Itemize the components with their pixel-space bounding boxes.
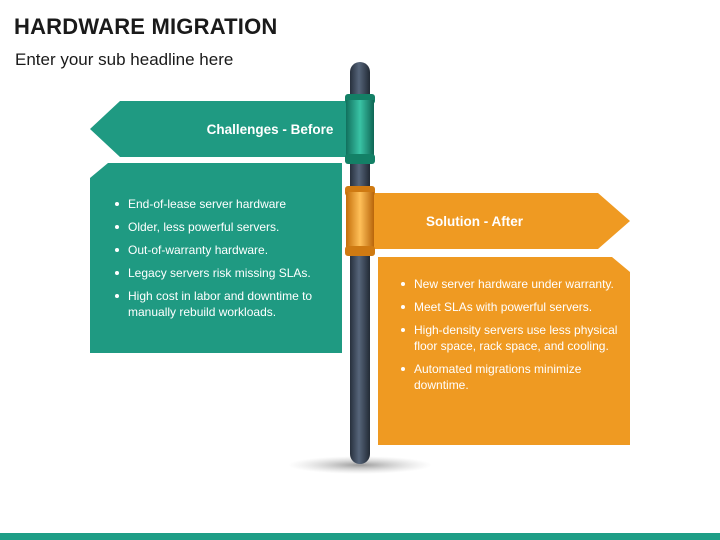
solution-arrow-sign	[368, 193, 630, 249]
solution-label: Solution - After	[426, 213, 523, 229]
solution-content-box	[378, 257, 630, 445]
challenges-content-box	[90, 163, 342, 353]
list-item: Older, less powerful servers.	[114, 219, 336, 235]
list-item: High cost in labor and downtime to manua…	[114, 288, 336, 320]
orange-collar	[346, 192, 374, 250]
footer-accent-bar	[0, 533, 720, 540]
pole-shadow	[288, 456, 432, 474]
list-item: Legacy servers risk missing SLAs.	[114, 265, 336, 281]
list-item: High-density servers use less physical f…	[400, 322, 620, 354]
teal-collar	[346, 100, 374, 158]
solution-list: New server hardware under warranty. Meet…	[400, 276, 620, 400]
page-title: HARDWARE MIGRATION	[14, 14, 278, 39]
page-subtitle: Enter your sub headline here	[15, 50, 234, 69]
list-item: End-of-lease server hardware	[114, 196, 336, 212]
list-item: Out-of-warranty hardware.	[114, 242, 336, 258]
list-item: Automated migrations minimize downtime.	[400, 361, 620, 393]
list-item: Meet SLAs with powerful servers.	[400, 299, 620, 315]
challenges-list: End-of-lease server hardware Older, less…	[114, 196, 336, 327]
challenges-arrow-sign	[90, 101, 352, 157]
list-item: New server hardware under warranty.	[400, 276, 620, 292]
challenges-label: Challenges - Before	[206, 121, 334, 137]
orange-collar-bottom	[345, 246, 375, 256]
teal-collar-bottom	[345, 154, 375, 164]
